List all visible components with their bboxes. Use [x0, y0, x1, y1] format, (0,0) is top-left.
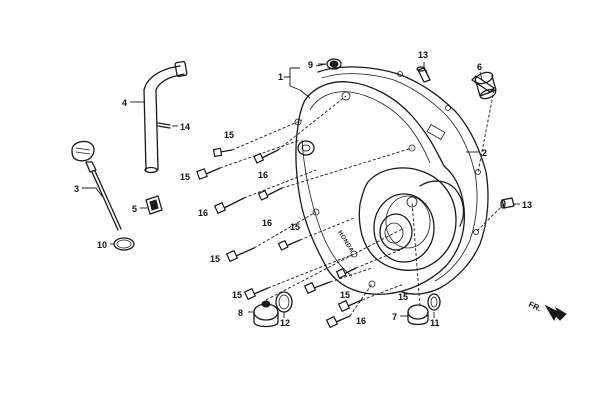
bolt-16-d: [325, 315, 351, 329]
dowel-pin-13-top: [416, 66, 431, 83]
dowel-pin-13-right: [500, 197, 515, 209]
front-arrow-icon: [544, 304, 567, 322]
bolt-16-c: [257, 187, 283, 201]
o-ring-10: [113, 237, 135, 251]
callout-labels: 1 2 3 4 5 6 7 8 9 10 11 12 13 13 14 15 1…: [74, 50, 532, 328]
callout-2: 2: [482, 148, 487, 158]
clip-5: [145, 195, 163, 215]
bolt-16-a: [253, 149, 279, 164]
callout-15-e: 15: [232, 290, 242, 300]
cap-8: [253, 300, 279, 328]
callout-16-d: 16: [356, 316, 366, 326]
callout-3: 3: [74, 184, 79, 194]
callout-10: 10: [97, 240, 107, 250]
bolts: [196, 147, 363, 329]
bolt-15-b: [196, 167, 221, 180]
bolt-15-h: [337, 299, 363, 313]
callout-15-c: 15: [210, 254, 220, 264]
bolt-15-c: [225, 247, 255, 263]
bolt-15-f: [303, 281, 331, 295]
callout-6: 6: [477, 62, 482, 72]
bolt-16-b: [213, 197, 245, 215]
bolt-15-a: [212, 147, 233, 158]
right-crankcase-cover: HONDA: [294, 81, 466, 295]
cover-brand-marking: HONDA: [336, 230, 354, 254]
dowel-pin-6: [471, 71, 497, 100]
oil-pipe: [143, 60, 188, 174]
bolt-15-g: [335, 267, 357, 279]
callout-13-right: 13: [522, 200, 532, 210]
callout-15-d: 15: [290, 222, 300, 232]
pin-14: [157, 122, 171, 129]
callout-16-c: 16: [262, 218, 272, 228]
callout-7: 7: [392, 312, 397, 322]
alignment-lines: [219, 69, 505, 317]
callout-13-top: 13: [418, 50, 428, 60]
callout-16-a: 16: [258, 170, 268, 180]
front-direction-label: FR.: [527, 300, 542, 314]
callout-9: 9: [308, 60, 313, 70]
plug-9: [326, 58, 342, 70]
callout-12: 12: [280, 318, 290, 328]
callout-5: 5: [132, 204, 137, 214]
callout-15-f: 15: [340, 290, 350, 300]
callout-4: 4: [122, 98, 127, 108]
o-ring-12: [275, 291, 293, 313]
cap-7: [407, 304, 429, 326]
gasket: [317, 66, 489, 295]
callout-11: 11: [430, 318, 440, 328]
callout-leaders: [82, 62, 520, 318]
callout-15-g: 15: [398, 292, 408, 302]
bolt-15-d: [277, 239, 301, 251]
callout-8: 8: [238, 308, 243, 318]
front-direction-marker: FR.: [527, 300, 567, 322]
callout-15-b: 15: [180, 172, 190, 182]
callout-15-a: 15: [224, 130, 234, 140]
oil-dipstick: [71, 140, 122, 231]
callout-1: 1: [278, 72, 283, 82]
callout-14: 14: [180, 122, 190, 132]
o-ring-11: [427, 293, 441, 311]
bolt-15-e: [243, 287, 269, 301]
callout-16-b: 16: [198, 208, 208, 218]
